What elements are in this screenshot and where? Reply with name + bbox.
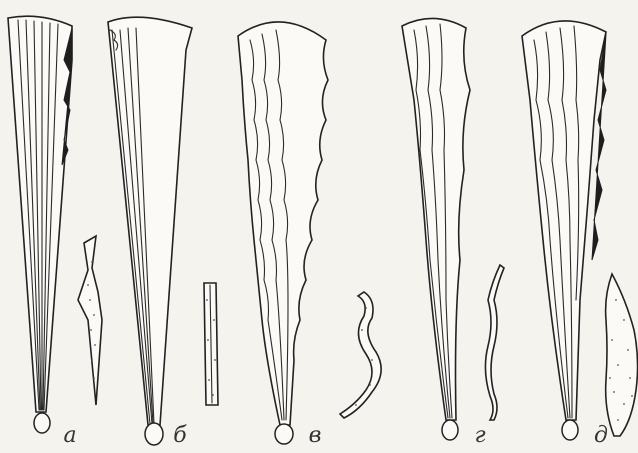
figure-e-cone xyxy=(522,21,606,440)
figure-b-fiber-detail xyxy=(204,283,218,405)
figure-c-cone xyxy=(238,22,328,444)
figure-label-a: а xyxy=(55,424,85,448)
figure-a-cone xyxy=(8,16,72,433)
figure-label-c: в xyxy=(300,424,330,448)
figure-label-d: г xyxy=(465,424,495,448)
figure-d-fiber-detail xyxy=(485,265,504,420)
figure-c-fiber-detail xyxy=(340,292,381,418)
figure-b-cone xyxy=(108,17,192,445)
figure-d-cone xyxy=(402,18,470,440)
figure-label-b: б xyxy=(165,424,195,448)
figure-a-fiber-detail xyxy=(78,236,102,405)
figure-label-e: д xyxy=(586,424,616,448)
figure-e-fiber-detail xyxy=(606,274,638,436)
